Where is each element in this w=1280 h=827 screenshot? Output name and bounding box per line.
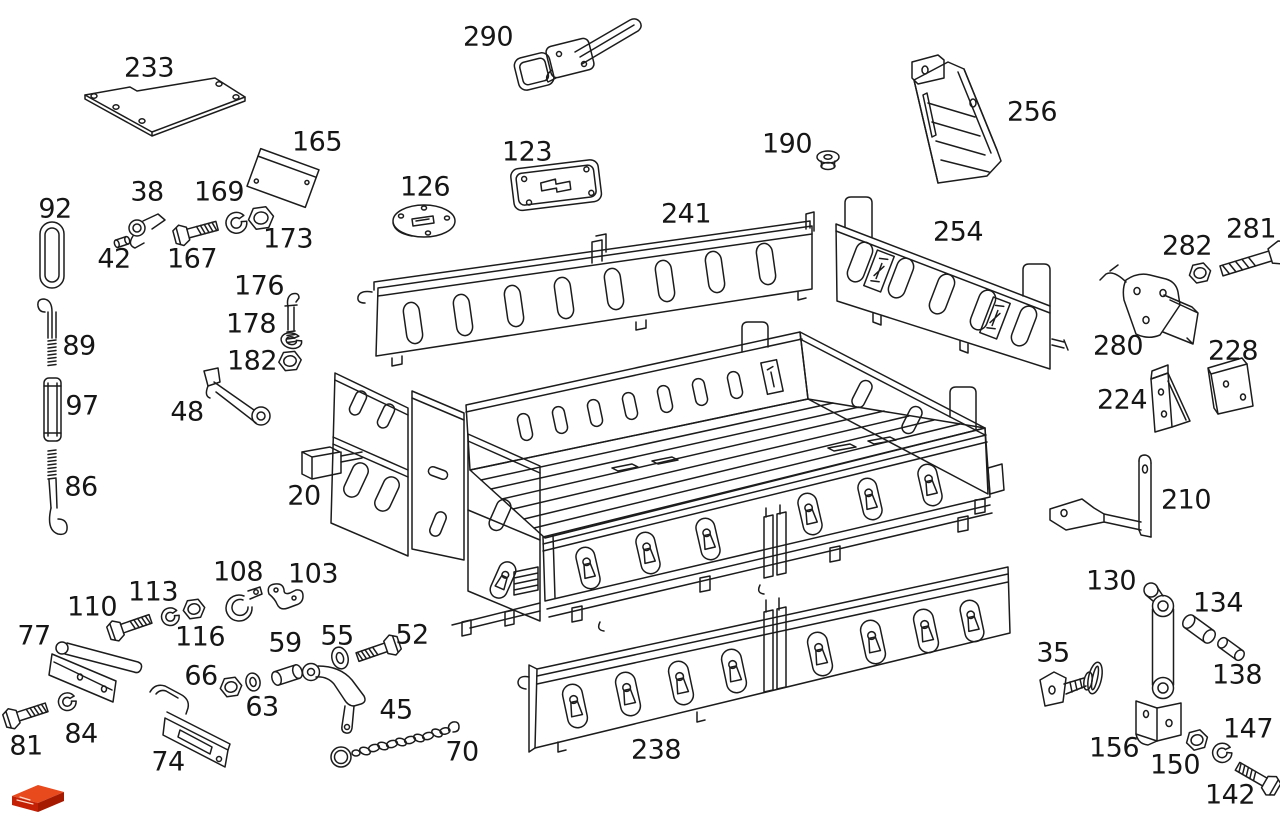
- part-label-254[interactable]: 254: [932, 216, 984, 248]
- part-label-70[interactable]: 70: [445, 736, 479, 768]
- part-art-45: [301, 662, 366, 734]
- part-art-103: [267, 583, 304, 610]
- part-label-113[interactable]: 113: [127, 576, 179, 608]
- part-label-238[interactable]: 238: [630, 734, 682, 766]
- part-label-134[interactable]: 134: [1192, 587, 1244, 619]
- part-art-48: [203, 367, 271, 426]
- part-label-281[interactable]: 281: [1225, 213, 1277, 245]
- part-label-84[interactable]: 84: [64, 718, 98, 750]
- part-art-77: [48, 641, 143, 703]
- part-label-165[interactable]: 165: [291, 126, 343, 158]
- part-art-bed-assembly: [330, 321, 1005, 637]
- part-label-147[interactable]: 147: [1222, 713, 1274, 745]
- part-label-52[interactable]: 52: [395, 619, 429, 651]
- part-label-224[interactable]: 224: [1096, 384, 1148, 416]
- part-art-254: [835, 196, 1069, 370]
- part-art-233: [84, 77, 246, 137]
- part-label-280[interactable]: 280: [1092, 330, 1144, 362]
- part-art-126: [392, 204, 456, 238]
- part-art-70: [330, 721, 460, 768]
- part-label-42[interactable]: 42: [97, 243, 131, 275]
- part-label-103[interactable]: 103: [287, 558, 339, 590]
- part-label-167[interactable]: 167: [166, 243, 218, 275]
- part-label-156[interactable]: 156: [1088, 732, 1140, 764]
- part-label-89[interactable]: 89: [62, 330, 96, 362]
- part-label-126[interactable]: 126: [399, 171, 451, 203]
- part-label-256[interactable]: 256: [1006, 96, 1058, 128]
- part-art-97: [43, 377, 62, 442]
- part-art-241: [357, 211, 815, 367]
- part-label-138[interactable]: 138: [1211, 659, 1263, 691]
- part-label-63[interactable]: 63: [245, 691, 279, 723]
- part-art-190: [816, 150, 840, 171]
- part-art-156: [1135, 700, 1182, 746]
- part-label-92[interactable]: 92: [38, 193, 72, 225]
- part-label-74[interactable]: 74: [151, 746, 185, 778]
- part-label-66[interactable]: 66: [184, 660, 218, 692]
- part-art-108: [225, 586, 263, 622]
- part-art-280: [1099, 264, 1199, 345]
- part-art-130: [1143, 582, 1175, 700]
- part-art-92: [39, 221, 65, 289]
- part-label-142[interactable]: 142: [1204, 779, 1256, 811]
- part-label-233[interactable]: 233: [123, 52, 175, 84]
- part-art-176: [284, 292, 300, 344]
- part-art-165: [246, 147, 320, 209]
- part-art-86: [47, 449, 68, 536]
- part-label-150[interactable]: 150: [1149, 749, 1201, 781]
- part-label-48[interactable]: 48: [170, 396, 204, 428]
- part-label-38[interactable]: 38: [130, 176, 164, 208]
- logo-side-face: [38, 792, 64, 812]
- part-label-176[interactable]: 176: [233, 270, 285, 302]
- part-label-20[interactable]: 20: [287, 480, 321, 512]
- part-art-123: [510, 159, 603, 212]
- part-label-241[interactable]: 241: [660, 198, 712, 230]
- part-label-108[interactable]: 108: [212, 556, 264, 588]
- part-art-55: [331, 646, 349, 670]
- part-label-123[interactable]: 123: [501, 136, 553, 168]
- part-label-77[interactable]: 77: [17, 620, 51, 652]
- part-art-238: [517, 566, 1011, 753]
- part-art-38: [128, 213, 166, 249]
- part-art-20: [301, 446, 363, 480]
- part-label-45[interactable]: 45: [379, 694, 413, 726]
- part-label-130[interactable]: 130: [1085, 565, 1137, 597]
- part-art-210: [1049, 454, 1152, 538]
- part-label-190[interactable]: 190: [761, 128, 813, 160]
- part-label-116[interactable]: 116: [174, 621, 226, 653]
- part-label-173[interactable]: 173: [262, 223, 314, 255]
- part-label-97[interactable]: 97: [65, 390, 99, 422]
- part-label-228[interactable]: 228: [1207, 335, 1259, 367]
- part-art-224: [1150, 364, 1191, 433]
- part-art-63: [245, 672, 261, 692]
- part-label-110[interactable]: 110: [66, 591, 118, 623]
- part-label-86[interactable]: 86: [64, 471, 98, 503]
- part-art-89: [37, 298, 57, 367]
- part-art-228: [1207, 357, 1254, 415]
- part-label-282[interactable]: 282: [1161, 230, 1213, 262]
- part-label-169[interactable]: 169: [193, 176, 245, 208]
- part-art-35: [1039, 661, 1103, 707]
- part-label-178[interactable]: 178: [225, 308, 277, 340]
- brand-logo: [12, 785, 64, 812]
- part-art-256: [911, 54, 1002, 184]
- part-label-55[interactable]: 55: [320, 620, 354, 652]
- part-label-290[interactable]: 290: [462, 21, 514, 53]
- part-art-74: [149, 684, 231, 768]
- part-label-81[interactable]: 81: [9, 730, 43, 762]
- part-label-182[interactable]: 182: [226, 345, 278, 377]
- part-art-290: [513, 18, 642, 91]
- part-label-35[interactable]: 35: [1036, 637, 1070, 669]
- part-label-210[interactable]: 210: [1160, 484, 1212, 516]
- part-label-59[interactable]: 59: [268, 627, 302, 659]
